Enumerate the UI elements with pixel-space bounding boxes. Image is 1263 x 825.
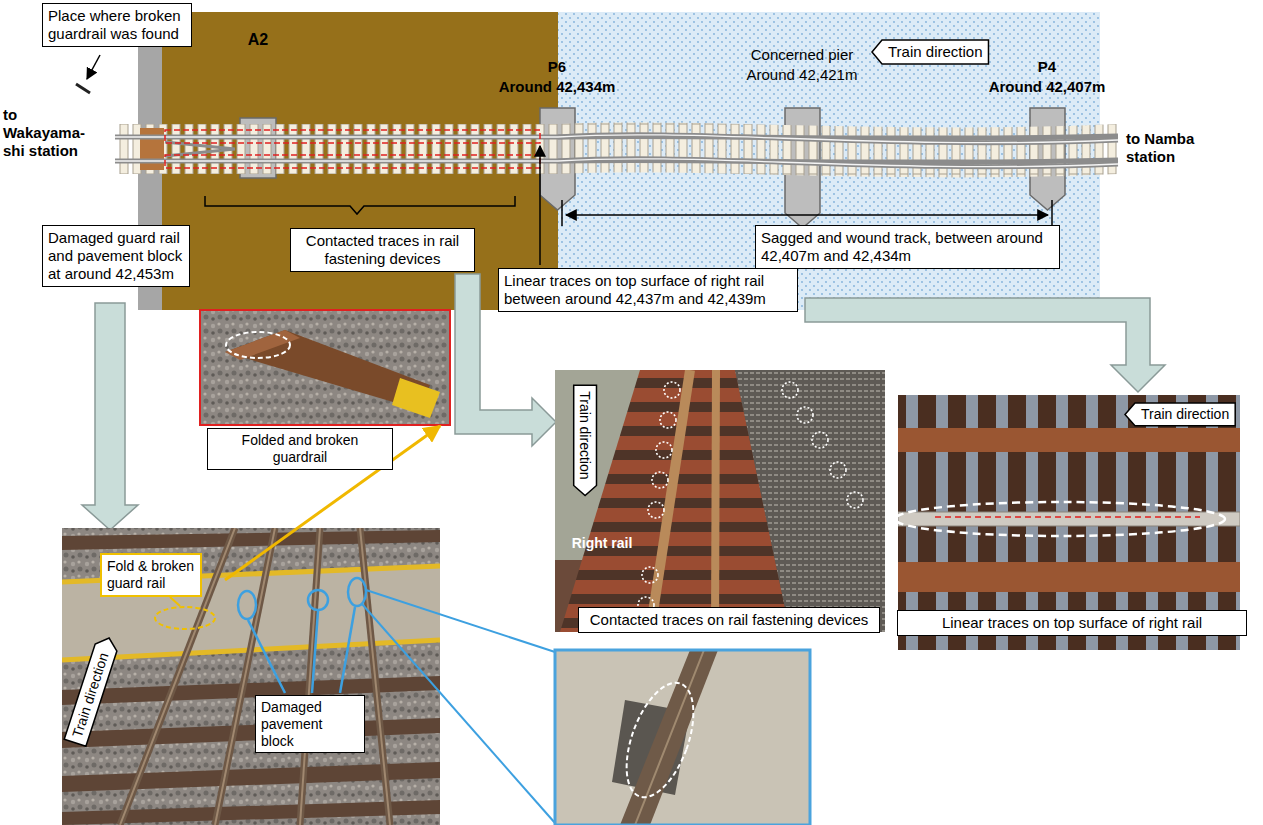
- photo-caption: Contacted traces on rail fastening devic…: [578, 607, 880, 633]
- location-label: Around 42,407m: [989, 78, 1106, 96]
- callout-box: Contacted traces in rail fastening devic…: [290, 228, 475, 272]
- node-text: Damaged pavement block: [261, 699, 359, 749]
- node-text: Contacted traces on rail fastening devic…: [584, 611, 874, 629]
- leader-lines: [362, 590, 555, 823]
- node-text: Contacted traces in rail fastening devic…: [296, 232, 469, 268]
- photo-pavement: [555, 650, 810, 825]
- callout-box: Linear traces on top surface of right ra…: [498, 268, 798, 312]
- node-text: Linear traces on top surface of right ra…: [903, 614, 1241, 632]
- callout-box: Sagged and wound track, between around 4…: [755, 225, 1060, 269]
- node-text: Train direction: [577, 391, 594, 479]
- node-text: Folded and broken guardrail: [213, 432, 387, 466]
- node-text: Linear traces on top surface of right ra…: [504, 272, 792, 308]
- station-label: to Wakayama-shi station: [3, 106, 98, 160]
- direction-arrow: Train direction: [1125, 403, 1235, 426]
- location-label: Around 42,434m: [499, 78, 616, 96]
- node-text: Train direction: [1141, 406, 1229, 423]
- pier-name: Concerned pier: [751, 46, 854, 64]
- photo-caption: Folded and broken guardrail: [207, 428, 393, 470]
- photo-label: Right rail: [572, 535, 633, 552]
- photo-level-crossing: [62, 528, 440, 825]
- node-text: Sagged and wound track, between around 4…: [761, 229, 1054, 265]
- direction-arrow: Train direction: [574, 385, 597, 495]
- node-text: Train direction: [888, 43, 982, 61]
- pier-name: P4: [1038, 58, 1056, 76]
- node-text: Place where broken guardrail was found: [48, 7, 186, 43]
- direction-arrow: Train direction: [872, 40, 988, 64]
- callout-box: Damaged guard rail and pavement block at…: [42, 225, 190, 287]
- callout-box: Fold & broken guard rail: [100, 553, 202, 597]
- callout-box: Place where broken guardrail was found: [42, 3, 192, 47]
- pier-name: A2: [248, 30, 268, 49]
- photo-broken-guardrail: [200, 310, 450, 580]
- track-plan: [76, 12, 1118, 310]
- location-label: Around 42,421m: [747, 66, 858, 84]
- node-text: Damaged guard rail and pavement block at…: [48, 229, 184, 283]
- callout-box: Damaged pavement block: [255, 695, 365, 753]
- photo-caption: Linear traces on top surface of right ra…: [897, 610, 1247, 636]
- photo-fastenings: [555, 370, 885, 632]
- pier-name: P6: [548, 58, 566, 76]
- node-text: Fold & broken guard rail: [107, 558, 195, 592]
- station-label: to Namba station: [1126, 130, 1196, 166]
